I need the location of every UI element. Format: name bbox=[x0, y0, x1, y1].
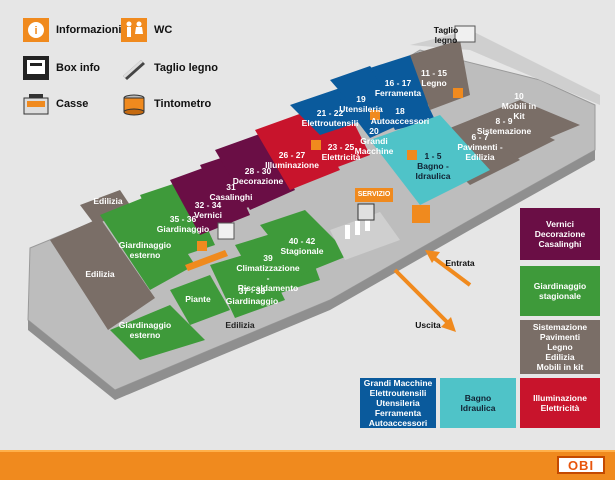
zone-piante bbox=[170, 275, 230, 325]
checkout-area bbox=[330, 212, 400, 260]
cash-register-icon bbox=[22, 92, 49, 116]
wc-marker bbox=[412, 205, 430, 223]
servizio-sign bbox=[355, 188, 393, 202]
zone-giardinaggio-esterno-b bbox=[110, 305, 205, 360]
label-edilizia-b: Edilizia bbox=[93, 196, 123, 206]
label-grandi-macchine: 20 Grandi Macchine bbox=[354, 126, 394, 156]
entrance-arrow bbox=[425, 250, 472, 287]
label-elettroutensili: 21 - 22 Elettroutensili bbox=[301, 108, 359, 128]
label-climatizzazione: 39 Climatizzazione - Riscaldamento bbox=[236, 253, 300, 293]
info-marker-e bbox=[197, 241, 207, 251]
label-edilizia-c: Edilizia bbox=[225, 320, 255, 330]
legend-taglio-legno: Taglio legno bbox=[120, 56, 218, 80]
exit-arrow bbox=[393, 268, 456, 332]
label-pavimenti: 6 - 7 Pavimenti - Edilizia bbox=[457, 132, 503, 162]
category-legend-green: Giardinaggio stagionale bbox=[520, 266, 600, 316]
box-info-icon bbox=[22, 56, 49, 80]
info-marker-b bbox=[370, 110, 380, 120]
label-sistemazione: 8 - 9 Sistemazione bbox=[476, 116, 532, 136]
label-edilizia-a: Edilizia bbox=[85, 269, 115, 279]
info-icon: i bbox=[22, 18, 49, 42]
category-legend-grey: Sistemazione Pavimenti Legno Edilizia Mo… bbox=[520, 320, 600, 374]
label-elettricita: 23 - 25 Elettricità bbox=[321, 142, 361, 162]
taglio-legno-marker bbox=[454, 25, 476, 43]
label-entrata: Entrata bbox=[445, 258, 475, 268]
label-illuminazione: 26 - 27 Illuminazione bbox=[265, 150, 319, 170]
legend-wc: WC bbox=[120, 18, 172, 42]
zone-giardinaggio-35 bbox=[140, 180, 215, 260]
category-legend-red: Illuminazione Elettricità bbox=[520, 378, 600, 428]
label-vernici: 32 - 34 Vernici bbox=[194, 200, 222, 220]
zone-edilizia-b bbox=[80, 190, 132, 225]
tintometro-marker bbox=[217, 222, 235, 240]
svg-text:i: i bbox=[34, 25, 37, 37]
label-mobili-kit: 10 Mobili in Kit bbox=[501, 91, 537, 121]
info-marker-c bbox=[453, 88, 463, 98]
zone-edilizia-a bbox=[50, 218, 155, 330]
category-legend-purple: Vernici Decorazione Casalinghi bbox=[520, 208, 600, 260]
obi-logo: OBI bbox=[557, 456, 605, 474]
label-piante: Piante bbox=[185, 294, 211, 304]
building-edge bbox=[28, 150, 595, 400]
wc-icon bbox=[120, 18, 147, 42]
category-legend-blue: Grandi Macchine Elettroutensili Utensile… bbox=[360, 378, 436, 428]
label-giardinaggio-35: 35 - 36 Giardinaggio bbox=[156, 214, 210, 234]
legend-box-info: Box info bbox=[22, 56, 100, 80]
zone-giardinaggio-esterno-a bbox=[100, 195, 195, 290]
store-floor-plan bbox=[27, 25, 600, 400]
legend-tintometro: Tintometro bbox=[120, 92, 211, 116]
zone-illuminazione bbox=[255, 112, 340, 190]
label-taglio-legno: Taglio legno bbox=[433, 25, 459, 45]
label-bagno-idraulica: 1 - 5 Bagno - Idraulica bbox=[415, 151, 451, 181]
zone-sistemazione bbox=[445, 110, 555, 165]
label-servizio: SERVIZIO bbox=[357, 191, 391, 198]
label-utensileria: 19 Utensileria bbox=[339, 94, 383, 114]
footer-bar bbox=[0, 450, 615, 480]
label-decorazione: 28 - 30 Decorazione bbox=[232, 166, 284, 186]
label-legno: 11 - 15 Legno bbox=[421, 68, 447, 88]
category-legend-cyan: Bagno Idraulica bbox=[440, 378, 516, 428]
label-uscita: Uscita bbox=[415, 320, 441, 330]
paint-can-icon bbox=[120, 92, 147, 116]
zone-stagionale bbox=[260, 210, 350, 275]
label-giardinaggio-37: 37 - 38 Giardinaggio bbox=[225, 286, 279, 306]
label-giardinaggio-esterno-a: Giardinaggio esterno bbox=[118, 240, 172, 260]
zone-autoaccessori bbox=[380, 88, 435, 130]
label-ferramenta: 16 - 17 Ferramenta bbox=[374, 78, 422, 98]
legend-casse: Casse bbox=[22, 92, 88, 116]
label-stagionale: 40 - 42 Stagionale bbox=[280, 236, 324, 256]
info-marker-d bbox=[407, 150, 417, 160]
info-marker-a bbox=[311, 140, 321, 150]
saw-icon bbox=[120, 56, 147, 80]
label-giardinaggio-esterno-b: Giardinaggio esterno bbox=[118, 320, 172, 340]
label-casalinghi: 31 Casalinghi bbox=[209, 182, 253, 202]
legend-informazioni: i Informazioni bbox=[22, 18, 121, 42]
zone-bagno-idraulica bbox=[370, 115, 490, 205]
label-autoaccessori: 18 Autoaccessori bbox=[370, 106, 430, 126]
walkway-marker bbox=[185, 250, 228, 271]
casse-marker bbox=[357, 203, 375, 221]
